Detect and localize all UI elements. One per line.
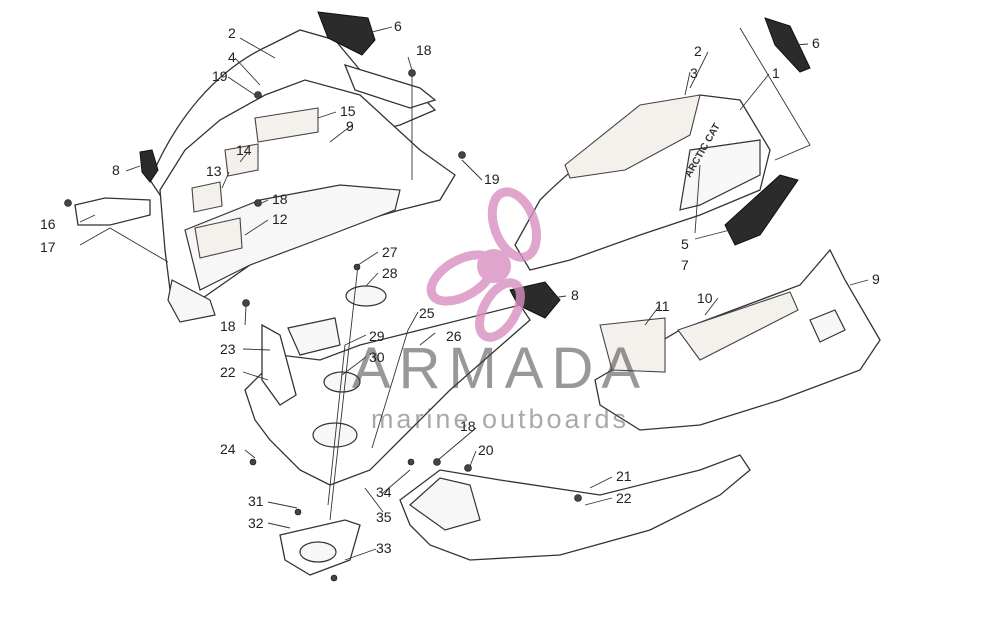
- lower-skid-plate: [399, 454, 751, 561]
- callout-21: 21: [616, 468, 632, 484]
- right-belly-pan-assembly: [594, 248, 881, 431]
- callout-2: 2: [694, 43, 702, 59]
- callout-8: 8: [571, 287, 579, 303]
- callout-18: 18: [460, 418, 476, 434]
- callout-27: 27: [382, 244, 398, 260]
- callout-31: 31: [248, 493, 264, 509]
- right-side-panel-assembly: ARCTIC CAT: [509, 17, 811, 319]
- callout-3: 3: [690, 65, 698, 81]
- callout-11: 11: [655, 298, 670, 314]
- callout-35: 35: [376, 509, 392, 525]
- callout-33: 33: [376, 540, 392, 556]
- callout-23: 23: [220, 341, 236, 357]
- callout-22: 22: [616, 490, 632, 506]
- callout-1: 1: [772, 65, 780, 81]
- callout-6: 6: [394, 18, 402, 34]
- fasteners: [64, 69, 582, 582]
- watermark-title: ARMADA: [352, 336, 648, 401]
- callout-22: 22: [220, 364, 236, 380]
- callout-7: 7: [681, 257, 689, 273]
- callout-8: 8: [112, 162, 120, 178]
- callout-26: 26: [446, 328, 462, 344]
- callout-9: 9: [346, 118, 354, 134]
- callout-13: 13: [206, 163, 222, 179]
- callout-4: 4: [228, 49, 236, 65]
- watermark: ARMADA marine outboards: [352, 187, 648, 434]
- callout-10: 10: [697, 290, 713, 306]
- callout-15: 15: [340, 103, 356, 119]
- callout-6: 6: [812, 35, 820, 51]
- callout-25: 25: [419, 305, 435, 321]
- callout-34: 34: [376, 484, 392, 500]
- callout-29: 29: [369, 328, 385, 344]
- left-hood-assembly: [74, 11, 456, 323]
- callout-19: 19: [484, 171, 500, 187]
- center-belly-pan: [244, 285, 531, 576]
- callout-12: 12: [272, 211, 288, 227]
- callout-17: 17: [40, 239, 56, 255]
- callout-16: 16: [40, 216, 56, 232]
- callout-2: 2: [228, 25, 236, 41]
- watermark-subtitle: marine outboards: [371, 404, 629, 434]
- callout-18: 18: [220, 318, 236, 334]
- callout-24: 24: [220, 441, 236, 457]
- propeller-logo-icon: [426, 187, 541, 342]
- callout-28: 28: [382, 265, 398, 281]
- callout-5: 5: [681, 236, 689, 252]
- callout-18: 18: [416, 42, 432, 58]
- leader-lines: [79, 26, 869, 561]
- callout-20: 20: [478, 442, 494, 458]
- callout-30: 30: [369, 349, 385, 365]
- callouts: 2 4 19 6 18 15 9 14 13 8 19 18 12 16 17 …: [40, 18, 880, 556]
- callout-18: 18: [272, 191, 288, 207]
- callout-14: 14: [236, 142, 252, 158]
- callout-9: 9: [872, 271, 880, 287]
- callout-19: 19: [212, 68, 228, 84]
- callout-32: 32: [248, 515, 264, 531]
